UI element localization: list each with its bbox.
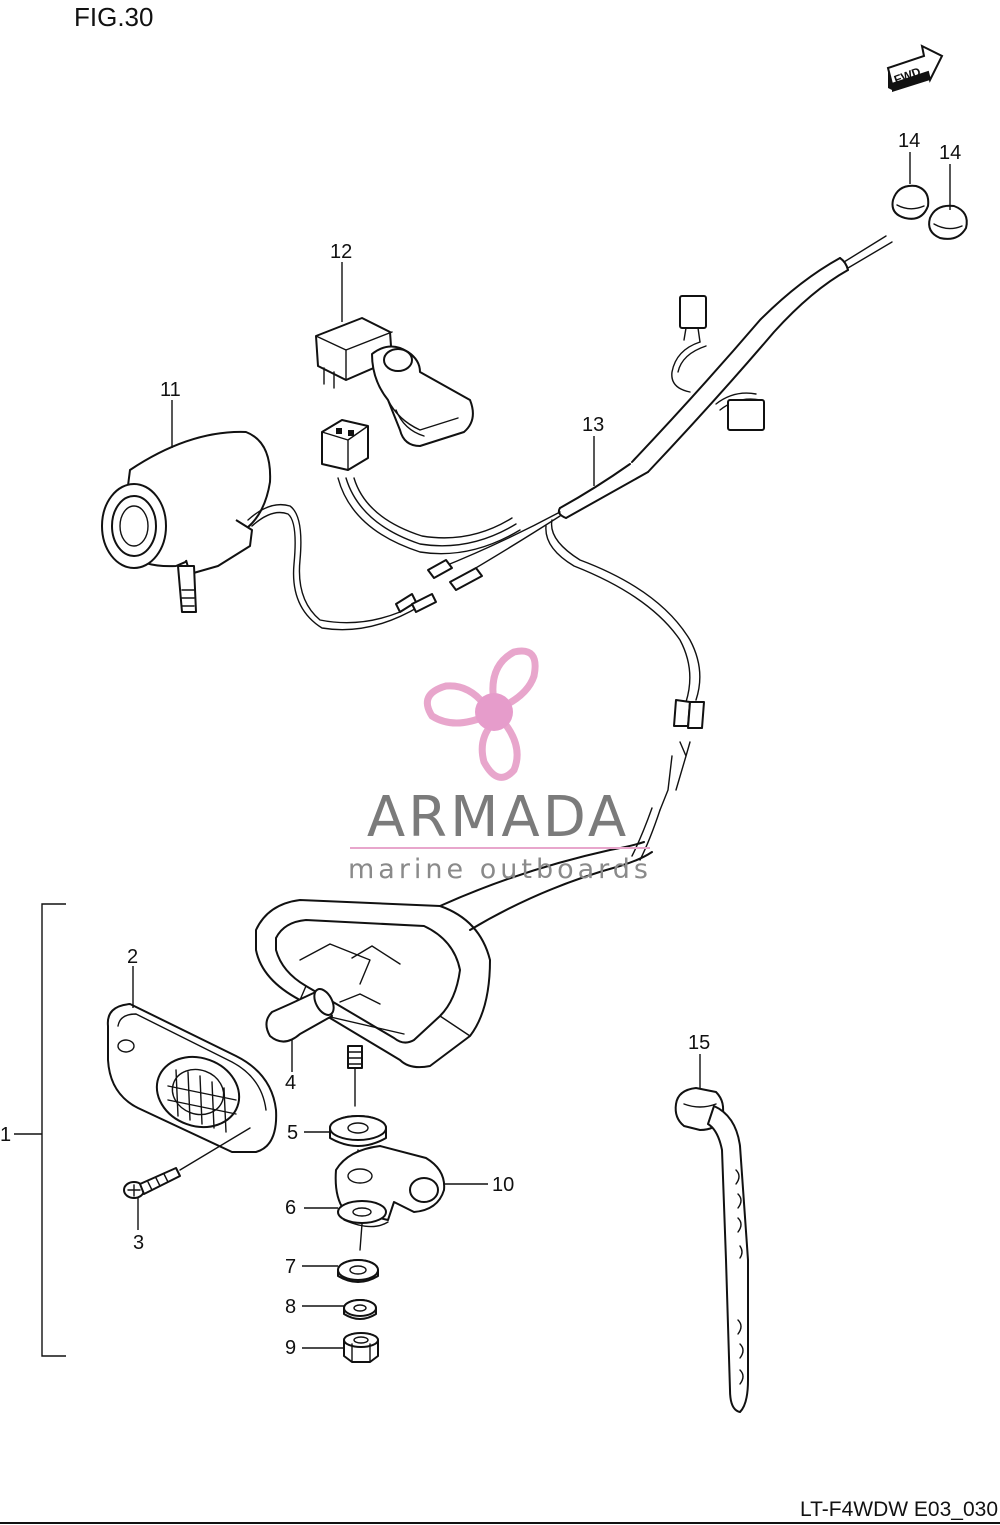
- callout-7: 7: [285, 1256, 296, 1278]
- relay-12: [315, 317, 474, 471]
- watermark-brand: ARMADA: [367, 785, 629, 850]
- callout-6: 6: [285, 1197, 296, 1219]
- screw-3: [123, 1127, 251, 1199]
- callout-9: 9: [285, 1337, 296, 1359]
- washer-7: [337, 1259, 379, 1283]
- callout-2: 2: [127, 946, 138, 968]
- cable-tie-15: [674, 1087, 749, 1413]
- callout-3: 3: [133, 1232, 144, 1254]
- watermark: ARMADA marine outboards: [348, 647, 652, 885]
- nut-9: [343, 1332, 379, 1363]
- forward-arrow-icon: FWD: [886, 44, 944, 92]
- headlamp-11: [101, 430, 437, 631]
- callout-1: 1: [0, 1124, 11, 1146]
- callout-10: 10: [492, 1174, 514, 1196]
- callout-14-left: 14: [898, 130, 920, 152]
- callout-11: 11: [160, 379, 181, 401]
- callout-13: 13: [582, 414, 604, 436]
- figure-title: FIG.30: [74, 2, 153, 32]
- callout-4: 4: [285, 1072, 296, 1094]
- watermark-tagline: marine outboards: [348, 854, 652, 885]
- figure-code: LT-F4WDW E03_030: [800, 1498, 998, 1521]
- callout-12: 12: [330, 241, 352, 263]
- taillight-housing: [255, 841, 653, 1107]
- callout-14-right: 14: [939, 142, 961, 164]
- washer-6: [337, 1200, 387, 1251]
- callout-8: 8: [285, 1296, 296, 1318]
- assembly-bracket: [41, 903, 66, 1357]
- bulb-4: [265, 988, 335, 1043]
- connector-14-right: [928, 204, 968, 240]
- callout-5: 5: [287, 1122, 298, 1144]
- lens-2: [106, 1003, 278, 1153]
- callout-15: 15: [688, 1032, 710, 1054]
- lock-washer-8: [343, 1299, 377, 1320]
- wiring-harness-13: [337, 235, 893, 861]
- propeller-logo-icon: [423, 647, 539, 781]
- connector-14-left: [891, 184, 930, 220]
